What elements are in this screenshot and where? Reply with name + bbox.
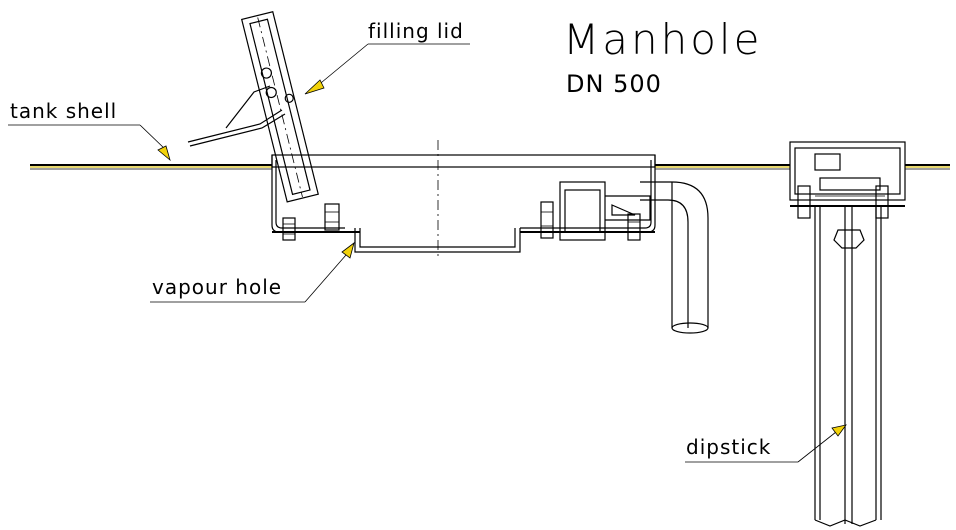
tank-shell-callout: tank shell <box>8 99 171 162</box>
dipstick-tube <box>814 206 882 527</box>
vent-pipe <box>640 181 709 334</box>
tank-shell-right <box>905 164 950 170</box>
tank-shell-label: tank shell <box>10 99 117 123</box>
dipstick-head <box>789 141 906 219</box>
filling-lid-callout: filling lid <box>304 19 470 95</box>
vapour-hole-callout: vapour hole <box>150 241 355 303</box>
filling-lid-handle <box>187 85 286 147</box>
tank-shell-left <box>30 164 272 170</box>
vent-valve <box>559 181 651 241</box>
dipstick-label: dipstick <box>686 435 771 459</box>
drawing-title: Manhole <box>563 15 762 64</box>
filling-lid-label: filling lid <box>368 19 464 43</box>
filling-lid <box>240 10 319 203</box>
collar-bolts <box>282 201 641 241</box>
drawing-subtitle: DN 500 <box>566 70 662 98</box>
dipstick-callout: dipstick <box>685 424 847 463</box>
vapour-hole-label: vapour hole <box>152 275 282 299</box>
tank-shell-middle <box>655 164 790 170</box>
manhole-body <box>271 140 656 260</box>
